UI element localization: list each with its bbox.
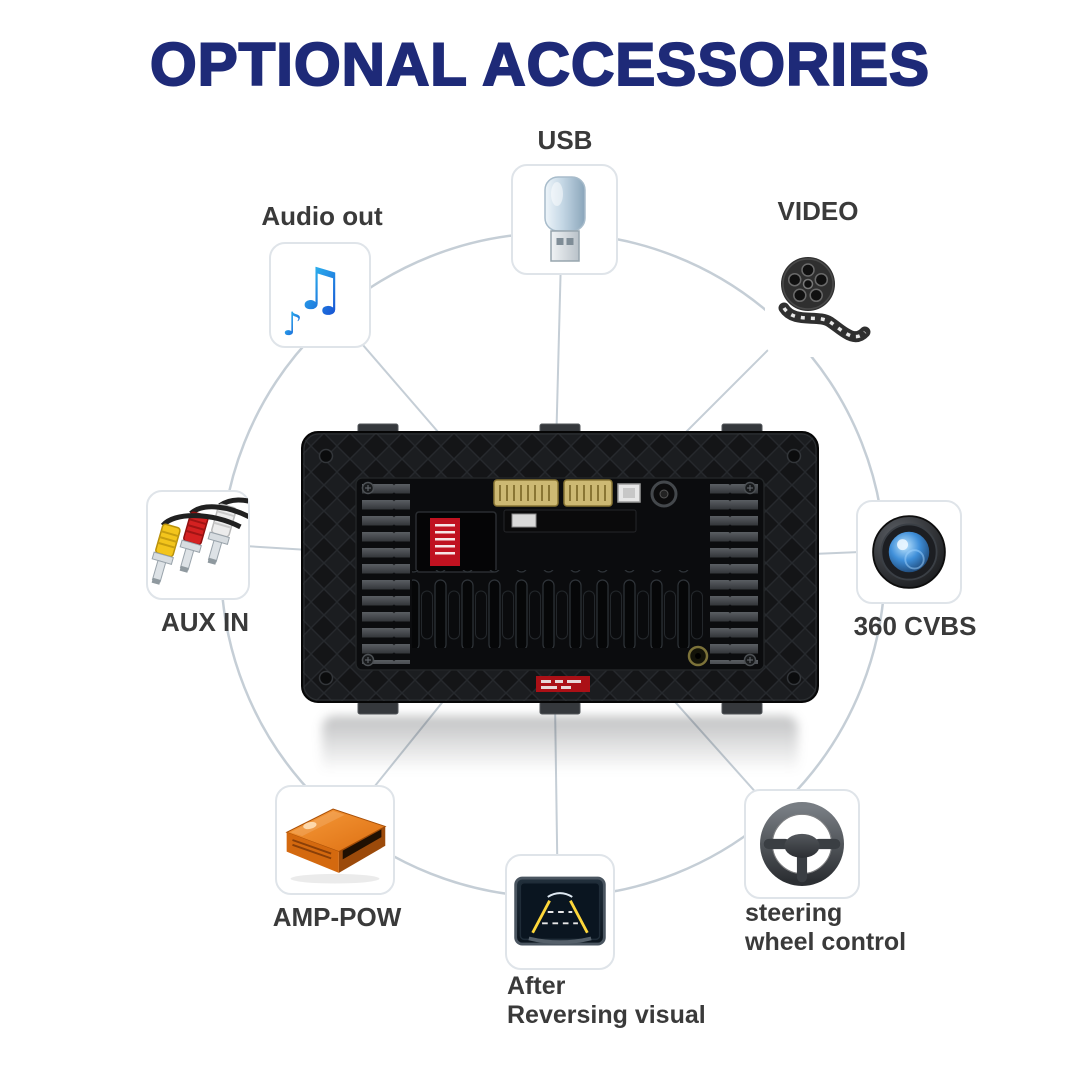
steering-wheel-icon <box>760 802 844 886</box>
usb-accessory <box>511 164 618 275</box>
video-accessory <box>765 247 875 357</box>
aux-in-label: AUX IN <box>160 607 250 637</box>
reversing-label-line1: After <box>507 972 566 1000</box>
steering-label-line1: steering <box>745 899 843 927</box>
reversing-label-line2: Reversing visual <box>507 1000 706 1029</box>
usb-label: USB <box>537 125 593 155</box>
head-unit-image <box>298 420 822 718</box>
reversing-accessory <box>505 854 615 970</box>
music-notes-icon: ♫ ♪ <box>282 255 346 339</box>
film-reel-icon <box>778 257 871 343</box>
svg-text:♪: ♪ <box>282 305 302 339</box>
page-title: OPTIONAL ACCESSORIES <box>149 30 931 99</box>
amp-pow-accessory <box>275 785 395 895</box>
camera-lens-icon <box>872 515 946 589</box>
head-unit-rear-graphic <box>301 423 819 715</box>
rca-cables-icon <box>151 497 248 585</box>
amplifier-icon <box>285 808 387 884</box>
head-unit-reflection <box>322 716 798 782</box>
reversing-label: After Reversing visual <box>507 972 767 1030</box>
usb-drive-icon <box>543 175 586 262</box>
amp-pow-label: AMP-POW <box>272 902 402 932</box>
audio-out-label: Audio out <box>261 201 383 231</box>
steering-label: steering wheel control <box>745 899 975 957</box>
aux-in-accessory <box>146 490 250 600</box>
reversing-camera-screen-icon <box>514 876 606 946</box>
svg-text:♫: ♫ <box>294 255 346 323</box>
cvbs-accessory <box>856 500 962 604</box>
steering-label-line2: wheel control <box>745 927 907 956</box>
audio-out-accessory: ♫ ♪ <box>269 242 371 348</box>
steering-accessory <box>744 789 860 899</box>
video-label: VIDEO <box>777 196 859 226</box>
cvbs-label: 360 CVBS <box>853 611 977 641</box>
